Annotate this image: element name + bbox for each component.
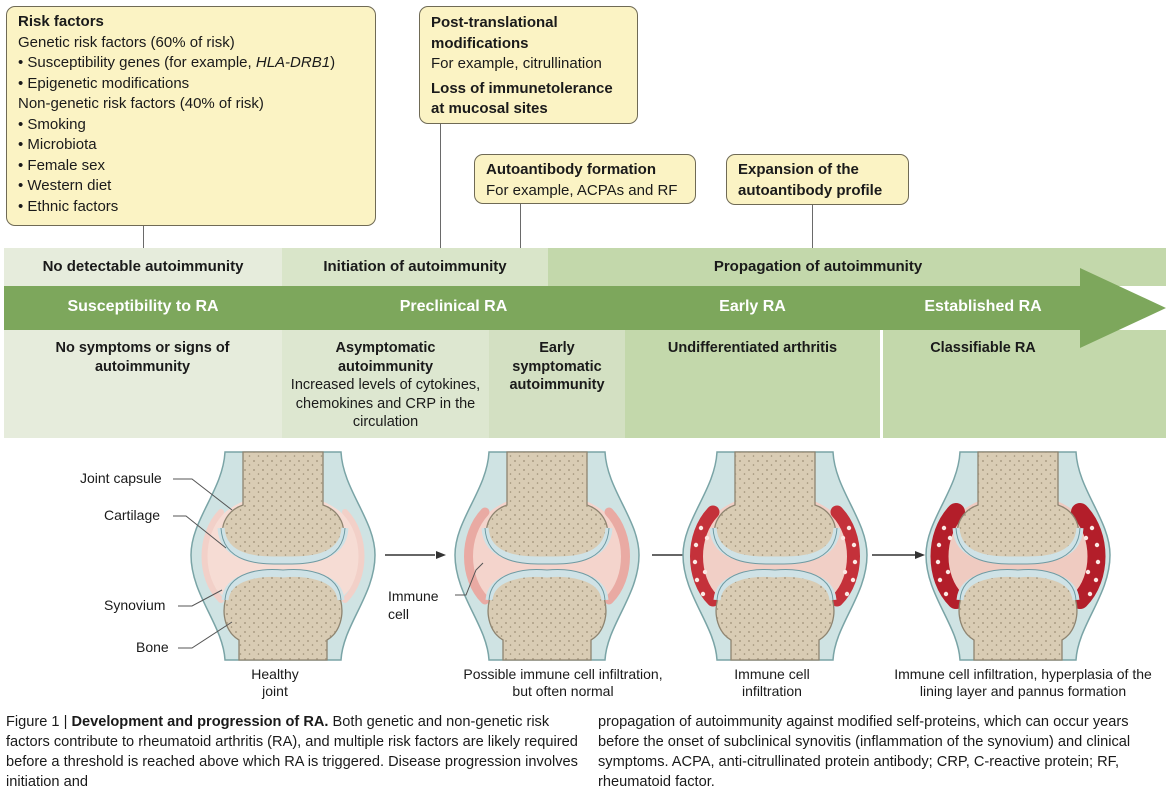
joint-illustration-3 (682, 451, 868, 661)
autoimmunity-label-propagation: Propagation of autoimmunity (713, 258, 923, 275)
label-joint-capsule: Joint capsule (80, 470, 162, 486)
joint-illustration-4 (925, 451, 1111, 661)
stage-preclinical: Preclinical RA (399, 298, 508, 315)
description-band-2 (282, 330, 489, 438)
label-immune-cell: Immune cell (388, 588, 439, 622)
expansion-title: Expansion of the autoantibody profile (738, 161, 883, 199)
genetic-heading: Genetic risk factors (60% of risk) (18, 33, 235, 51)
joint-illustration-1 (190, 451, 376, 661)
connector-risk (143, 226, 145, 248)
caption-infiltration: Immune cell infiltration (734, 666, 810, 699)
description-2: Asymptomatic autoimmunity Increased leve… (290, 340, 481, 430)
autoimmunity-band-initiation (282, 248, 548, 286)
nongenetic-heading: Non-genetic risk factors (40% of risk) (18, 95, 264, 112)
leader-synovium (178, 589, 223, 607)
leader-bone (178, 621, 233, 649)
autoimmunity-label-initiation: Initiation of autoimmunity (323, 258, 507, 275)
progression-arrow (4, 268, 1166, 348)
description-4: Undifferentiated arthritis (667, 340, 838, 356)
ptm-example: For example, citrullination (431, 55, 602, 72)
caption-healthy: Healthy joint (251, 666, 299, 699)
label-synovium: Synovium (104, 597, 166, 613)
nongenetic-item: Female sex (18, 156, 364, 177)
autoimmunity-band-propagation (548, 248, 1166, 286)
description-band-3 (489, 330, 625, 438)
figure-caption-right: propagation of autoimmunity against modi… (598, 714, 1131, 790)
nongenetic-item: Western diet (18, 176, 364, 197)
stage-susceptibility: Susceptibility to RA (67, 298, 219, 315)
nongenetic-item: Microbiota (18, 135, 364, 156)
ptm-box: Post-translational modifications For exa… (419, 6, 638, 124)
autoantibody-box: Autoantibody formation For example, ACPA… (474, 154, 696, 204)
stage-early: Early RA (719, 298, 786, 315)
connector-expansion (812, 205, 814, 248)
risk-factors-title: Risk factors (18, 13, 104, 30)
description-3: Early symptomatic autoimmunity (509, 340, 605, 393)
description-band-4 (625, 330, 880, 438)
autoimmunity-band-none (4, 248, 282, 286)
genetic-item-epigenetic: Epigenetic modifications (18, 74, 364, 95)
genetic-item-genes: Susceptibility genes (for example, HLA-D… (18, 53, 364, 74)
expansion-box: Expansion of the autoantibody profile (726, 154, 909, 205)
figure-caption-left: Figure 1 | Development and progression o… (6, 714, 578, 790)
stage-arrow-1 (385, 551, 446, 559)
joint-illustration-2 (454, 451, 640, 661)
stage-arrow-3 (872, 551, 925, 559)
stage-established: Established RA (924, 298, 1042, 315)
leader-cartilage (173, 515, 227, 549)
nongenetic-item: Smoking (18, 115, 364, 136)
description-band-1 (4, 330, 282, 438)
leader-joint-capsule (173, 478, 233, 511)
label-bone: Bone (136, 639, 169, 655)
connector-ptm (440, 124, 442, 248)
nongenetic-item: Ethnic factors (18, 197, 364, 218)
autoantibody-example: For example, ACPAs and RF (486, 181, 678, 199)
ptm-title2: Loss of immunetolerance at mucosal sites (431, 79, 613, 118)
connector-autoab (520, 204, 522, 248)
ptm-title: Post-translational modifications (431, 14, 558, 52)
label-cartilage: Cartilage (104, 507, 161, 523)
autoimmunity-label-none: No detectable autoimmunity (42, 258, 244, 275)
leader-immune-cell (455, 562, 484, 596)
risk-factors-box: Risk factors Genetic risk factors (60% o… (6, 6, 376, 226)
caption-established: Immune cell infiltration, hyperplasia of… (894, 666, 1152, 699)
description-5: Classifiable RA (930, 340, 1036, 356)
caption-possible: Possible immune cell infiltration, but o… (463, 666, 663, 699)
description-band-5 (883, 330, 1166, 438)
autoantibody-title: Autoantibody formation (486, 161, 656, 178)
description-1: No symptoms or signs of autoimmunity (55, 340, 230, 375)
